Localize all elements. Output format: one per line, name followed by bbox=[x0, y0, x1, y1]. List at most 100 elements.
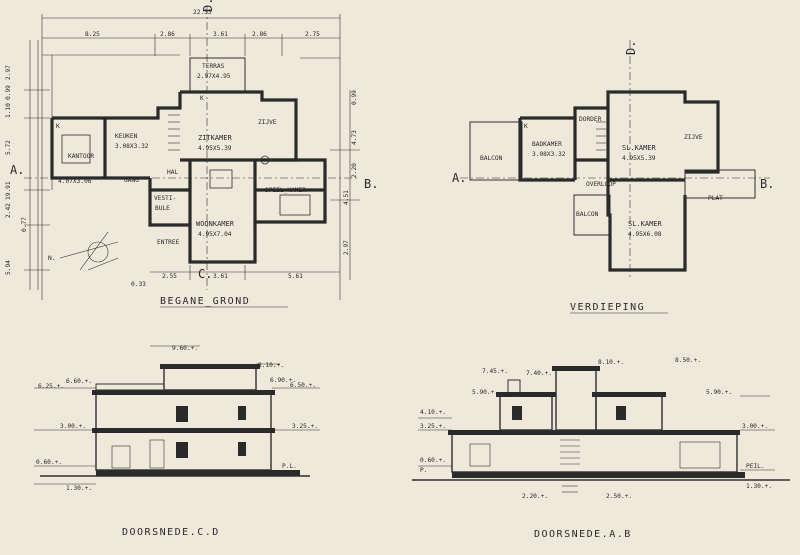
room-hal: HAL bbox=[167, 169, 178, 176]
left-dim-7: 0.77 bbox=[21, 217, 28, 232]
ab-level-11: P. bbox=[420, 467, 427, 474]
ab-level-2: 7.40.+. bbox=[526, 370, 552, 377]
upper-dorder: DORDER bbox=[579, 116, 602, 123]
ground-floor-title: BEGANE_GROND bbox=[160, 296, 250, 307]
upper-overloop: OVERLOOP bbox=[586, 181, 616, 188]
section-ab: 7.45.+. 7.40.+. 8.10.+. 8.50.+. 5.90.+. … bbox=[412, 357, 790, 540]
upper-floor-title: VERDIEPING bbox=[570, 302, 645, 313]
axis-a-ground: A. bbox=[10, 163, 24, 177]
ab-level-14: 2.50.+. bbox=[606, 493, 632, 500]
cd-level-6: 6.50.+. bbox=[290, 382, 316, 389]
room-terras: TERRAS bbox=[202, 63, 225, 70]
room-keuken-size: 3.08X3.32 bbox=[115, 143, 149, 150]
upper-slpkamer-2-size: 4.95X6.08 bbox=[628, 231, 662, 238]
north-arrow-icon bbox=[59, 231, 119, 271]
room-vestibule-1: VESTI- bbox=[154, 195, 176, 202]
k-mark-1: K bbox=[56, 123, 60, 130]
cd-level-2: 8.10.+. bbox=[258, 362, 284, 369]
cd-level-8: 3.25.+. bbox=[292, 423, 318, 430]
upper-slpkamer-2: SL.KAMER bbox=[628, 220, 663, 228]
room-woonkamer-size: 4.95X7.04 bbox=[198, 231, 232, 238]
ab-level-4: 8.50.+. bbox=[675, 357, 701, 364]
ab-level-8: 3.25.+. bbox=[420, 423, 446, 430]
right-dim-5: 2.97 bbox=[343, 240, 350, 255]
room-kantoor-size: 4.07X3.06 bbox=[58, 178, 92, 185]
room-keuken: KEUKEN bbox=[115, 133, 138, 140]
room-zitkamer: ZITKAMER bbox=[198, 134, 233, 142]
top-dim-4: 2.86 bbox=[252, 31, 267, 38]
ab-level-9: 3.00.+. bbox=[742, 423, 768, 430]
upper-balcon-south: BALCON bbox=[576, 211, 599, 218]
axis-b-ground: B. bbox=[364, 177, 378, 191]
cd-level-9: 0.60.+. bbox=[36, 459, 62, 466]
room-terras-size: 2.97X4.95 bbox=[197, 73, 231, 80]
upper-floor-plan: BALCON BADKAMER 3.08X3.32 DORDER SL.KAME… bbox=[452, 40, 774, 314]
zijde-label: ZIJVE bbox=[258, 119, 277, 126]
room-gang: GANG bbox=[124, 177, 139, 184]
ground-stair bbox=[168, 114, 180, 151]
ground-floor-plan: 22.33 8.25 2.86 3.61 2.86 2.75 2.55 3.61… bbox=[5, 0, 378, 308]
room-kantoor: KANTOOR bbox=[68, 153, 94, 160]
section-cd: 9.60.+. 8.10.+. 6.25.+. 6.60.+. 6.90.+. … bbox=[34, 345, 320, 538]
room-entree: ENTREE bbox=[157, 239, 180, 246]
right-dim-2: 4.73 bbox=[351, 130, 358, 145]
left-dim-8: 5.94 bbox=[5, 260, 12, 275]
bottom-dim-1: 2.55 bbox=[162, 273, 177, 280]
section-ab-stair bbox=[560, 439, 580, 493]
right-dim-3: 2.20 bbox=[351, 163, 358, 178]
upper-zijde-label: ZIJVE bbox=[684, 134, 703, 141]
upper-k-mark: K bbox=[524, 123, 528, 130]
top-dim-2: 2.86 bbox=[160, 31, 175, 38]
cd-level-3: 6.25.+. bbox=[38, 383, 64, 390]
axis-c-ground: C. bbox=[198, 267, 212, 281]
top-dim-1: 8.25 bbox=[85, 31, 100, 38]
upper-slpkamer-1-size: 4.95X5.39 bbox=[622, 155, 656, 162]
left-dim-5: 19.91 bbox=[5, 181, 12, 200]
cd-level-4: 6.60.+. bbox=[66, 378, 92, 385]
cd-level-5: 6.90.+. bbox=[270, 377, 296, 384]
ab-level-13: 2.20.+. bbox=[522, 493, 548, 500]
upper-badkamer-size: 3.08X3.32 bbox=[532, 151, 566, 158]
left-dim-2: 0.99 bbox=[5, 85, 12, 100]
top-dim-3: 3.61 bbox=[213, 31, 228, 38]
ab-level-15: 1.30.+. bbox=[746, 483, 772, 490]
axis-b-upper: B. bbox=[760, 177, 774, 191]
axis-a-upper: A. bbox=[452, 171, 466, 185]
section-cd-title: DOORSNEDE.C.D bbox=[122, 527, 220, 538]
ab-level-7: 4.10.+. bbox=[420, 409, 446, 416]
bottom-dim-2: 3.61 bbox=[213, 273, 228, 280]
cd-level-11: P.L. bbox=[282, 463, 297, 470]
cd-level-1: 9.60.+. bbox=[172, 345, 198, 352]
left-dim-6: 2.42 bbox=[5, 203, 12, 218]
overall-width-dim: 22.33 bbox=[193, 9, 212, 16]
k-mark-2: K bbox=[200, 95, 204, 102]
room-zitkamer-size: 4.95X5.39 bbox=[198, 145, 232, 152]
top-dim-5: 2.75 bbox=[305, 31, 320, 38]
left-dim-4: 5.72 bbox=[5, 140, 12, 155]
upper-plat: PLAT bbox=[708, 195, 723, 202]
north-label: N. bbox=[48, 255, 55, 262]
upper-stair bbox=[596, 121, 606, 151]
axis-d-upper: D. bbox=[624, 41, 638, 55]
upper-balcon-west: BALCON bbox=[480, 155, 503, 162]
right-dim-4: 4.51 bbox=[343, 190, 350, 205]
cd-level-10: 1.30.+. bbox=[66, 485, 92, 492]
room-vestibule-2: BULE bbox=[155, 205, 170, 212]
ab-level-3: 8.10.+. bbox=[598, 359, 624, 366]
ab-level-1: 7.45.+. bbox=[482, 368, 508, 375]
room-speelkamer: SPEEL_KAMER bbox=[265, 187, 306, 194]
ab-level-10: 0.60.+. bbox=[420, 457, 446, 464]
upper-badkamer: BADKAMER bbox=[532, 141, 562, 148]
cd-level-7: 3.00.+. bbox=[60, 423, 86, 430]
left-dim-3: 1.10 bbox=[5, 103, 12, 118]
ab-level-6: 5.90.+. bbox=[706, 389, 732, 396]
ab-level-5: 5.90.+. bbox=[472, 389, 498, 396]
right-dim-1: 0.99 bbox=[351, 90, 358, 105]
upper-slpkamer-1: SL.KAMER bbox=[622, 144, 657, 152]
section-ab-title: DOORSNEDE.A.B bbox=[534, 529, 632, 540]
small-dim: 0.33 bbox=[131, 281, 146, 288]
left-dim-1: 2.97 bbox=[5, 65, 12, 80]
room-woonkamer: WOONKAMER bbox=[196, 220, 235, 228]
